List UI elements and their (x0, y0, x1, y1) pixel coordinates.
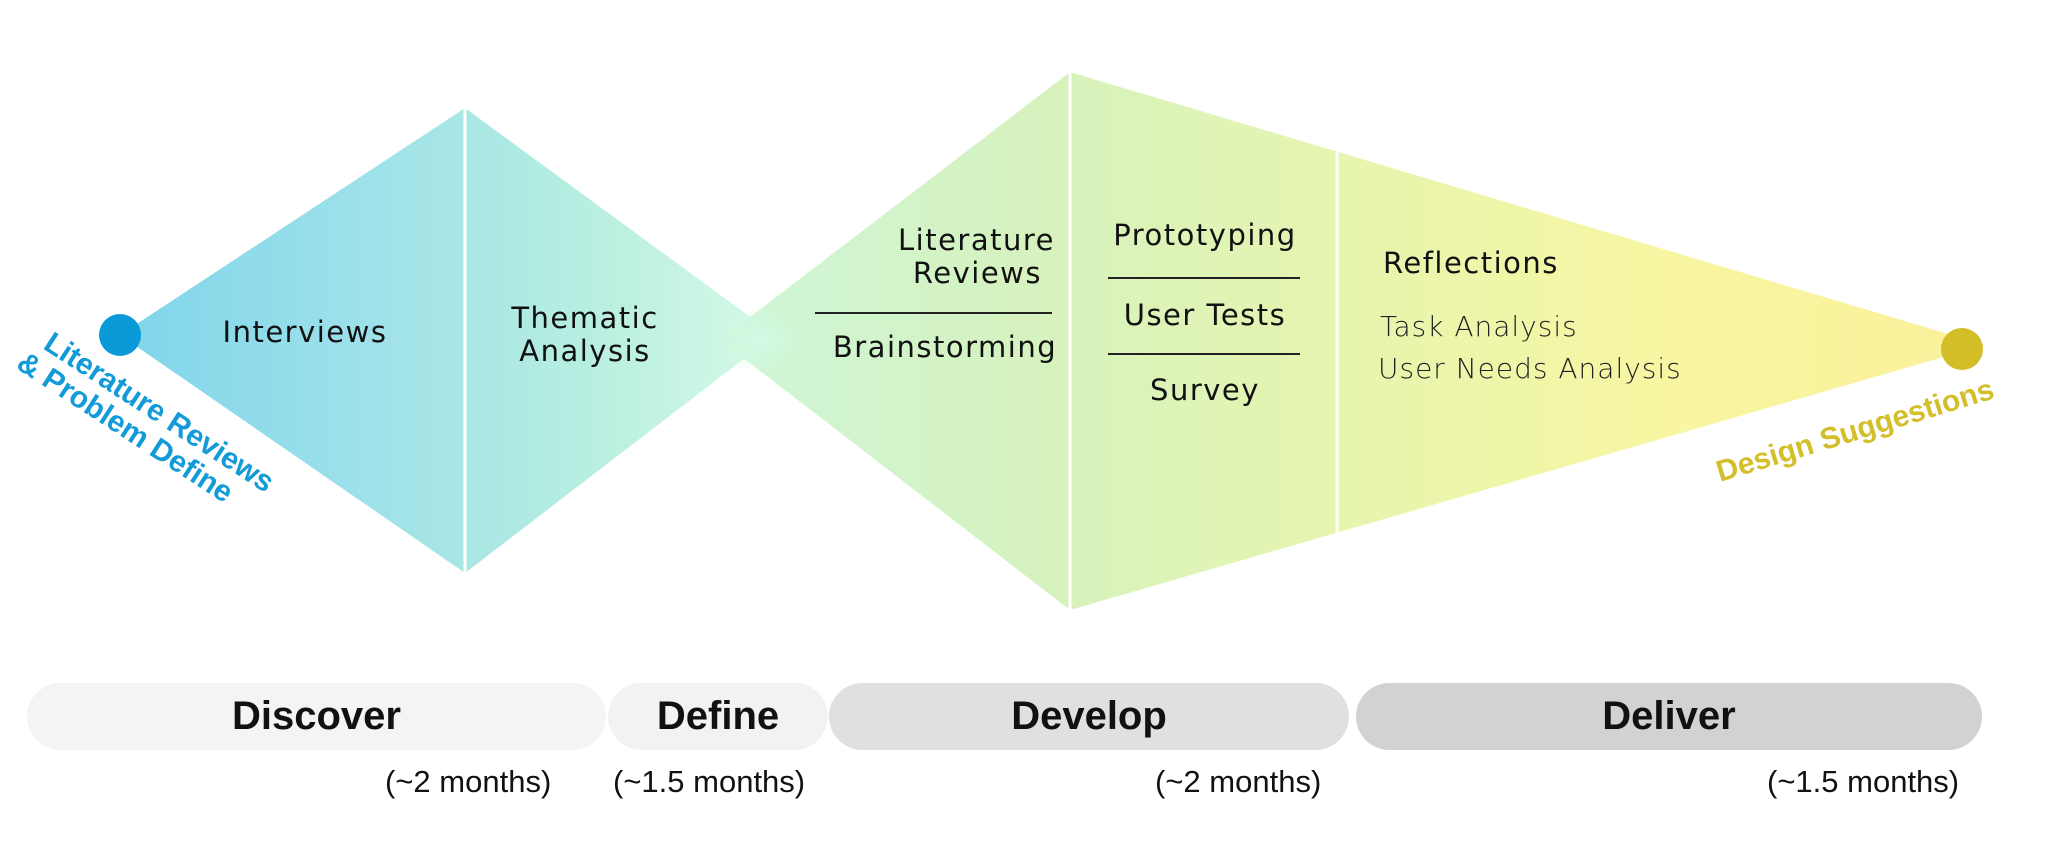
phase-deliver-label: Deliver (1602, 694, 1736, 738)
step-thematic: Thematic (510, 301, 658, 335)
phase-discover-label: Discover (232, 694, 401, 738)
end-dot (1941, 328, 1983, 370)
step-brainstorming: Brainstorming (833, 330, 1057, 364)
step-prototyping: Prototyping (1113, 218, 1296, 252)
step-task-analysis: Task Analysis (1380, 310, 1578, 343)
phase-develop-label: Develop (1011, 694, 1167, 738)
phase-discover: Discover (27, 683, 606, 750)
discover-define-diamond (120, 108, 775, 573)
phase-develop: Develop (829, 683, 1349, 750)
step-analysis: Analysis (519, 334, 650, 368)
phase-define-label: Define (656, 694, 780, 738)
duration-define: (~1.5 months) (613, 764, 806, 799)
phase-define: Define (608, 683, 828, 750)
duration-develop: (~2 months) (1155, 764, 1322, 799)
step-interviews: Interviews (223, 315, 388, 349)
phase-deliver: Deliver (1356, 683, 1982, 750)
duration-deliver: (~1.5 months) (1767, 764, 1960, 799)
step-reflections: Reflections (1383, 246, 1559, 280)
step-user-needs-analysis: User Needs Analysis (1378, 352, 1682, 385)
diamond-junction (709, 308, 805, 372)
step-survey: Survey (1150, 373, 1260, 407)
step-reviews: Reviews (913, 256, 1042, 290)
duration-discover: (~2 months) (385, 764, 552, 799)
step-user-tests: User Tests (1124, 298, 1287, 332)
start-dot (99, 314, 141, 356)
develop-deliver-diamond (720, 72, 1985, 610)
step-literature: Literature (898, 223, 1055, 257)
